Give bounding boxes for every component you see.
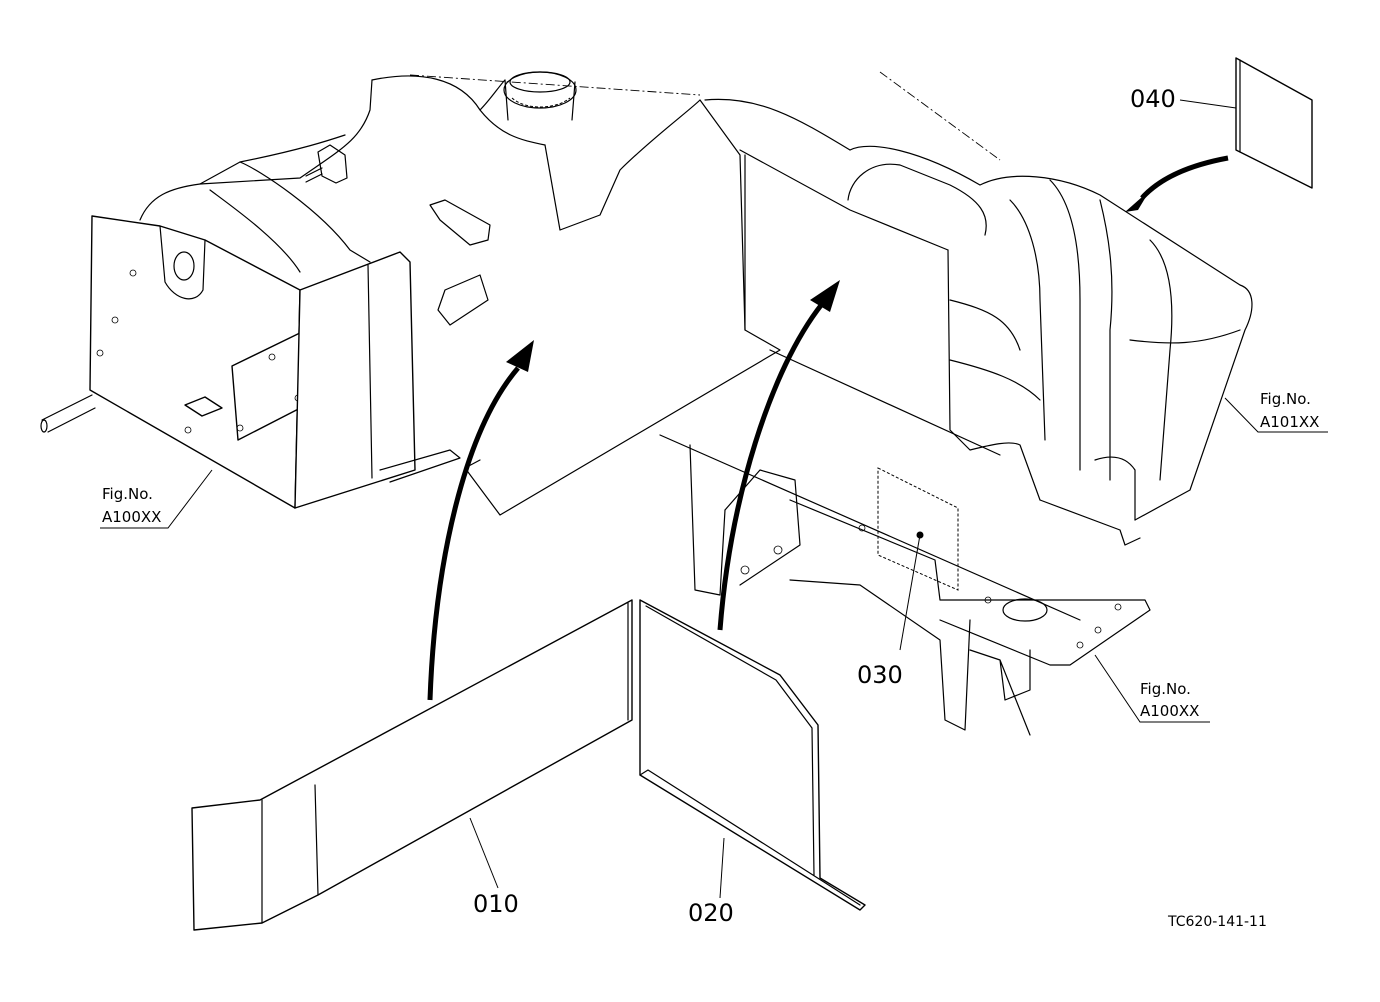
right-tank: [847, 145, 1253, 546]
callout-020: 020: [688, 899, 734, 927]
drawing-code: TC620-141-11: [1167, 914, 1267, 930]
callout-010: 010: [473, 890, 519, 918]
fig-ref-tank-line2: A101XX: [1260, 413, 1319, 431]
arrow-head-icon: [506, 340, 534, 372]
fig-ref-left-line1: Fig.No.: [102, 485, 153, 503]
arrow-head-icon: [810, 280, 840, 312]
part-020: [639, 599, 866, 911]
fig-ref-tank-line1: Fig.No.: [1260, 390, 1311, 408]
callout-030: 030: [857, 661, 903, 689]
left-tank-assembly: [40, 79, 491, 509]
lower-frame: [659, 349, 1151, 736]
part-010: [191, 599, 633, 931]
callout-040: 040: [1130, 85, 1176, 113]
arrow-head-icon: [1125, 190, 1150, 212]
install-arrows: [427, 155, 1229, 701]
fig-ref-frame-line1: Fig.No.: [1140, 680, 1191, 698]
fig-ref-left-line2: A100XX: [102, 508, 161, 526]
center-tank-body: [371, 71, 1001, 516]
fig-ref-frame-line2: A100XX: [1140, 702, 1199, 720]
part-040: [1235, 57, 1313, 189]
leader-lines: [100, 99, 1328, 899]
